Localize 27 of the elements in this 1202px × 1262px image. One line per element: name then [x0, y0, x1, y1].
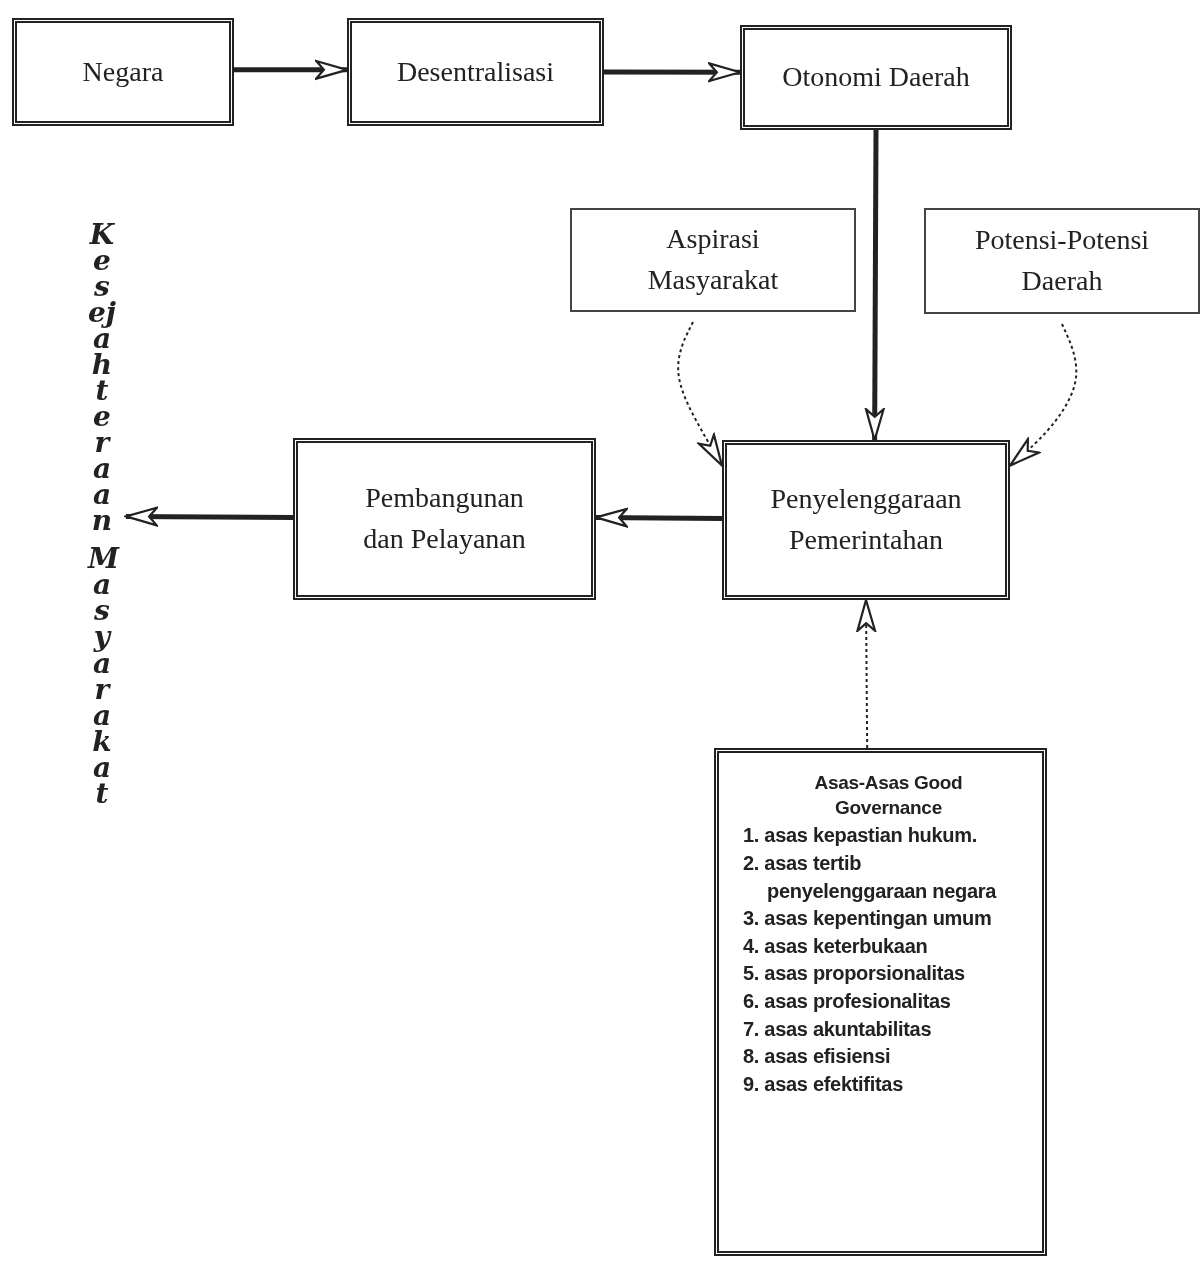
process-box: Desentralisasi — [347, 18, 604, 126]
list-item: 9. asas efektifitas — [743, 1071, 904, 1097]
dotted-arrow — [677, 321, 724, 467]
vertical-title: Kesejahteraan Masyarakat — [78, 222, 126, 862]
list-item: 3. asas kepentingan umum — [743, 906, 993, 932]
input-box: Potensi-Potensi Daerah — [924, 208, 1200, 314]
arrow — [594, 507, 722, 528]
list-item: 6. asas profesionalitas — [743, 988, 952, 1014]
dotted-arrow — [856, 598, 877, 749]
process-box: Penyelenggaraan Pemerintahan — [722, 440, 1010, 600]
principles-list-box — [714, 748, 1047, 1256]
arrow — [234, 59, 349, 80]
process-box: Otonomi Daerah — [740, 25, 1012, 130]
list-item: 8. asas efisiensi — [743, 1044, 892, 1070]
arrow — [124, 506, 293, 527]
dotted-arrow — [1008, 323, 1078, 467]
arrow — [864, 130, 885, 442]
arrow — [604, 62, 742, 83]
list-item: 5. asas proporsionalitas — [743, 961, 966, 987]
list-heading: Asas-Asas Good Governance — [813, 771, 964, 820]
list-item: 2. asas tertib penyelenggaraan negara — [743, 850, 998, 904]
list-item: 4. asas keterbukaan — [743, 933, 929, 959]
list-item: 7. asas akuntabilitas — [743, 1016, 933, 1042]
list-item: 1. asas kepastian hukum. — [743, 823, 979, 849]
process-box: Negara — [12, 18, 234, 126]
process-box: Pembangunan dan Pelayanan — [293, 438, 596, 600]
input-box: Aspirasi Masyarakat — [570, 208, 856, 312]
